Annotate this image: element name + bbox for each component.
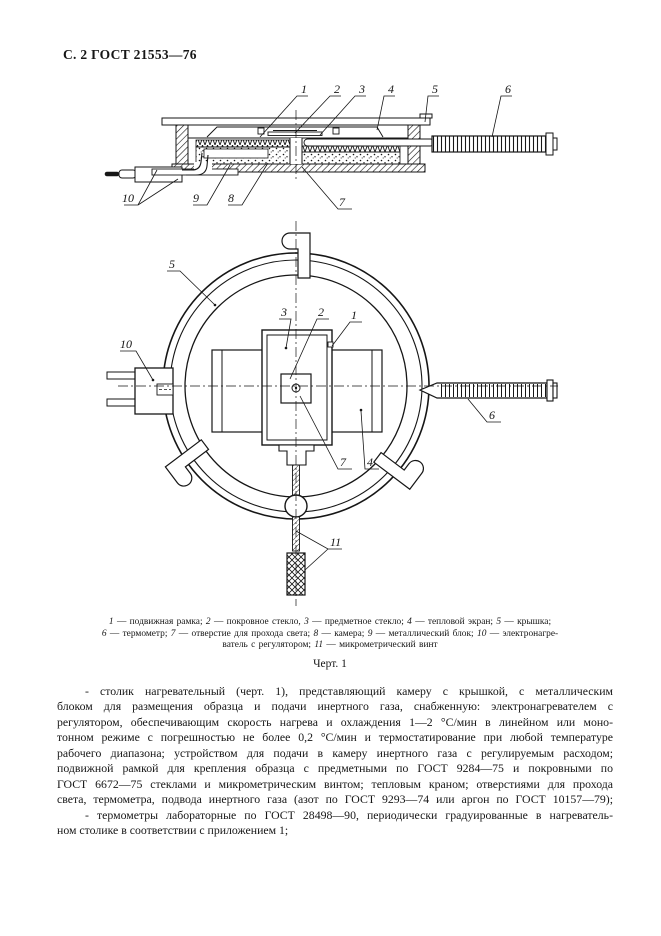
legend-line: ватель с регулятором; 11 — микрометричес… (222, 640, 438, 651)
paragraph-line: ном столике в соответствии с приложением… (57, 823, 289, 838)
slide-glass (267, 131, 323, 136)
paragraph-line: ГОСТ 6672—75 стеклами и микрометрическим… (57, 776, 613, 791)
leader-lines (120, 270, 501, 571)
thermometer-scale-top (439, 384, 547, 397)
figure-top-view: 5 10 3 2 1 6 7 4 11 (106, 221, 558, 606)
callout-6: 6 (505, 82, 511, 96)
heater-layer-left (195, 139, 291, 148)
callout-5: 5 (169, 257, 175, 271)
latch-hook-left (164, 438, 210, 487)
callout-3: 3 (280, 305, 287, 319)
figure-callouts: 1 2 3 4 5 6 10 9 8 7 (122, 82, 511, 209)
metal-block (203, 148, 269, 159)
left-wall (175, 124, 189, 165)
callout-6: 6 (489, 408, 495, 422)
callout-8: 8 (228, 191, 234, 205)
paragraph-line: блоком для размещения образца и подачи и… (57, 699, 613, 714)
callout-5: 5 (432, 82, 438, 96)
callout-4: 4 (367, 455, 373, 469)
callout-2: 2 (318, 305, 324, 319)
leader-lines (124, 95, 512, 210)
legend-line: 6 — термометр; 7 — отверстие для прохода… (101, 628, 559, 639)
paragraph-line: подвижной рамкой для крепления образца с… (57, 761, 613, 776)
legend-line: 1 — подвижная рамка; 2 — покровное стекл… (108, 617, 552, 627)
figure-callouts: 5 10 3 2 1 6 7 4 11 (120, 257, 495, 549)
callout-9: 9 (193, 191, 199, 205)
heater-wires (182, 152, 203, 171)
callout-1: 1 (301, 82, 307, 96)
callout-10: 10 (122, 191, 134, 205)
callout-7: 7 (340, 455, 347, 469)
paragraph-line: света, термометра, подвода инертного газ… (57, 792, 613, 807)
callout-2: 2 (334, 82, 340, 96)
thermometer-tube (303, 138, 435, 147)
callout-4: 4 (388, 82, 394, 96)
chamber-cross-section (104, 110, 558, 183)
paragraph-line: рабочего диапазона; устройством для пода… (57, 745, 613, 760)
thermometer-scale (431, 135, 547, 153)
figure-side-view: 1 2 3 4 5 6 10 9 8 7 (104, 82, 558, 210)
latch-hook-top (281, 232, 311, 279)
paragraph-line: - столик нагревательный (черт. 1), предс… (85, 684, 613, 698)
callout-7: 7 (339, 195, 346, 209)
insulation-right (301, 151, 401, 165)
callout-10: 10 (120, 337, 132, 351)
figure-legend: 1 — подвижная рамка; 2 — покровное стекл… (60, 617, 600, 652)
body-text: - столик нагревательный (черт. 1), предс… (57, 684, 613, 839)
callout-1: 1 (351, 308, 357, 322)
paragraph-line: регулятором, обеспечивающим скорость наг… (57, 714, 613, 729)
figure-caption: Черт. 1 (313, 658, 347, 670)
heat-shield (206, 126, 384, 138)
stage-top-view (106, 221, 558, 606)
heater-plug-tip (104, 171, 120, 177)
page-header: С. 2 ГОСТ 21553—76 (63, 47, 197, 62)
paragraph-line: - термометры лабораторные по ГОСТ 28498—… (85, 807, 613, 822)
callout-3: 3 (358, 82, 365, 96)
latch-hook-right (372, 451, 424, 491)
callout-11: 11 (330, 535, 341, 549)
heater-layer-right (301, 145, 401, 153)
paragraph-line: тонном режиме с погрешностью не более 0,… (57, 730, 613, 745)
